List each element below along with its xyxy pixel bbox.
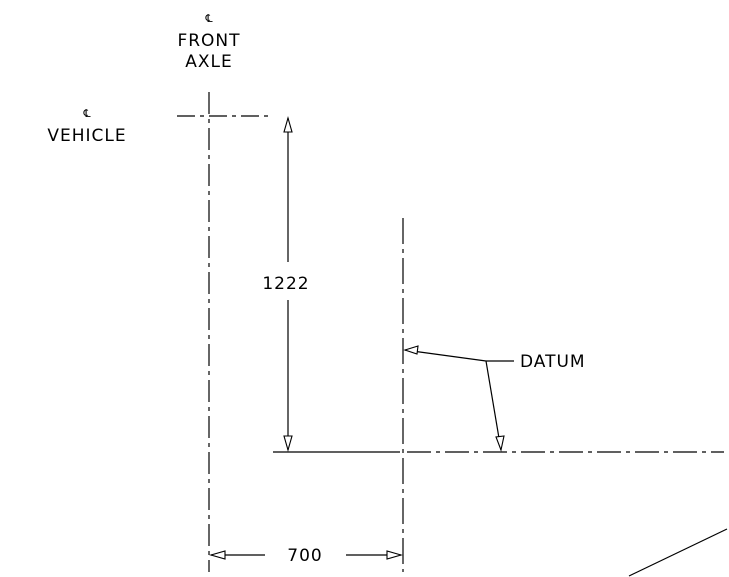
datum-label: DATUM bbox=[520, 352, 586, 372]
front-axle-label-line2: AXLE bbox=[185, 52, 233, 72]
front-axle-label-line1: FRONT bbox=[177, 31, 240, 51]
datum-leader-arrow-upper bbox=[403, 345, 419, 355]
dimension-value-1222: 1222 bbox=[262, 274, 309, 294]
front-axle-centerline-symbol: ℄ bbox=[204, 12, 212, 25]
dimension-arrow-bottom bbox=[283, 435, 293, 453]
datum-leader-upper bbox=[404, 349, 487, 362]
datum-leader-lower bbox=[485, 360, 502, 451]
dimension-arrow-top bbox=[283, 115, 293, 133]
dimension-arrow-left bbox=[208, 550, 226, 560]
dimension-value-700: 700 bbox=[287, 546, 322, 566]
break-line bbox=[628, 528, 728, 577]
vehicle-centerline-symbol: ℄ bbox=[82, 107, 90, 120]
dimension-arrow-right bbox=[386, 550, 404, 560]
vehicle-label: VEHICLE bbox=[47, 126, 126, 146]
datum-leader-arrow-lower bbox=[495, 435, 505, 452]
